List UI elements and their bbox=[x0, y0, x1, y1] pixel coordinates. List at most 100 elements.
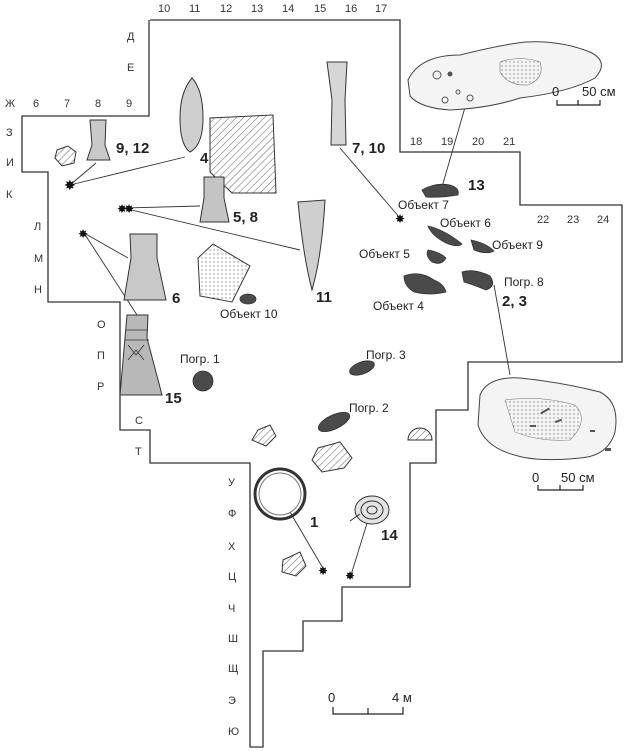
scale-bar-top bbox=[556, 100, 601, 106]
inset-top-stone-d bbox=[466, 94, 474, 102]
find-spot-5-8-b: ✸ bbox=[124, 202, 134, 216]
artifact-14 bbox=[349, 495, 390, 525]
leader-14 bbox=[350, 519, 369, 576]
grid-right-numbers-b: 22 23 24 bbox=[537, 214, 609, 226]
label-6: 6 bbox=[172, 290, 180, 307]
grid-col-10: 10 bbox=[158, 3, 170, 15]
grid-col-17: 17 bbox=[375, 3, 387, 15]
find-spot-7-10: ✸ bbox=[395, 212, 405, 226]
find-spots: ✸ ✸ ✸ ✸ ✸ ✸ ✸ bbox=[64, 178, 405, 583]
inset-top-stone-a bbox=[432, 70, 442, 80]
grid-col-24: 24 bbox=[597, 214, 609, 226]
artifact-4 bbox=[179, 77, 204, 153]
grid-col-15: 15 bbox=[314, 3, 326, 15]
leader-4 bbox=[69, 156, 186, 186]
grid-row-f: Ф bbox=[228, 508, 236, 520]
grid-letters: Д Е Ж З И К Л М Н О П Р С Т У Ф Х Ц Ч Ш … bbox=[5, 31, 239, 738]
artifact-fragment-c bbox=[281, 551, 307, 577]
artifacts bbox=[54, 61, 433, 577]
label-11: 11 bbox=[316, 289, 332, 306]
feature-pogr-2 bbox=[317, 412, 351, 432]
leader-9-12 bbox=[69, 162, 97, 186]
scale-bars bbox=[332, 100, 601, 715]
feature-pogr-3 bbox=[349, 360, 375, 376]
scale-main-zero: 0 bbox=[328, 690, 335, 705]
label-obj-10: Объект 10 bbox=[220, 307, 278, 321]
features bbox=[192, 183, 495, 432]
artifact-15-ornament bbox=[125, 329, 149, 361]
feature-obj-6 bbox=[427, 225, 463, 247]
grid-col-16: 16 bbox=[345, 3, 357, 15]
grid-col-21: 21 bbox=[503, 136, 515, 148]
artifact-hatched-fragment bbox=[209, 114, 277, 194]
scale-top-zero: 0 bbox=[552, 84, 559, 99]
scale-mid-value: 50 см bbox=[561, 470, 595, 485]
object-labels: Объект 7 Объект 6 Объект 9 Объект 5 Погр… bbox=[180, 198, 544, 415]
label-obj-7: Объект 7 bbox=[398, 198, 449, 212]
scale-bar-main bbox=[332, 707, 404, 715]
grid-row-shch: Щ bbox=[228, 663, 238, 675]
grid-col-8: 8 bbox=[95, 98, 101, 110]
find-spot-5-8-a: ✸ bbox=[117, 202, 127, 216]
grid-col-22: 22 bbox=[537, 214, 549, 226]
leader-7-10 bbox=[339, 147, 401, 219]
artifact-15 bbox=[119, 314, 163, 396]
label-9-12: 9, 12 bbox=[116, 140, 149, 157]
grid-row-ch: Ч bbox=[228, 603, 235, 615]
grid-row-ts: Ц bbox=[228, 571, 236, 583]
leader-2-3 bbox=[493, 284, 511, 376]
feature-pogr-1 bbox=[192, 370, 214, 392]
feature-pogr-8 bbox=[461, 270, 494, 291]
label-obj-5: Объект 5 bbox=[359, 247, 410, 261]
artifact-9-12 bbox=[86, 119, 111, 161]
grid-col-23: 23 bbox=[567, 214, 579, 226]
label-15: 15 bbox=[165, 390, 182, 407]
label-5-8: 5, 8 bbox=[233, 209, 258, 226]
grid-row-k: К bbox=[6, 189, 13, 201]
grid-row-t: Т bbox=[135, 446, 142, 458]
grid-left-numbers: 6 7 8 9 bbox=[33, 98, 132, 110]
inset-top bbox=[407, 41, 602, 111]
grid-row-zh: Ж bbox=[5, 98, 15, 110]
scale-labels: 0 50 см 0 50 см 0 4 м bbox=[328, 84, 616, 705]
grid-row-i: И bbox=[6, 157, 14, 169]
grid-row-kh: Х bbox=[228, 541, 236, 553]
grid-row-yu: Ю bbox=[228, 726, 239, 738]
find-spot-14: ✸ bbox=[345, 569, 355, 583]
label-2-3: 2, 3 bbox=[502, 293, 527, 310]
scale-top-value: 50 см bbox=[582, 84, 616, 99]
inset-mid-fragments bbox=[530, 407, 611, 451]
artifact-5-8 bbox=[199, 176, 230, 223]
artifact-1-ring bbox=[253, 467, 307, 521]
grid-row-s: С bbox=[135, 415, 143, 427]
scale-main-value: 4 м bbox=[392, 690, 412, 705]
label-4: 4 bbox=[200, 150, 209, 167]
label-pogr-2: Погр. 2 bbox=[349, 401, 389, 415]
grid-row-e2: Э bbox=[228, 695, 236, 707]
label-7-10: 7, 10 bbox=[352, 140, 385, 157]
grid-row-l: Л bbox=[34, 221, 41, 233]
artifact-fragment-small bbox=[54, 145, 77, 167]
label-obj-9: Объект 9 bbox=[492, 238, 543, 252]
label-obj-6: Объект 6 bbox=[440, 216, 491, 230]
grid-row-z: З bbox=[6, 127, 13, 139]
artifact-fragment-a bbox=[251, 424, 277, 447]
grid-row-r: Р bbox=[97, 381, 104, 393]
inset-top-stone-e bbox=[455, 89, 461, 95]
excavation-boundary bbox=[21, 19, 623, 748]
artifact-fragment-b bbox=[311, 441, 353, 473]
artifact-fragment-d bbox=[407, 427, 433, 441]
grid-col-14: 14 bbox=[282, 3, 294, 15]
find-spot-1: ✸ bbox=[318, 564, 328, 578]
feature-obj-7 bbox=[421, 183, 459, 198]
feature-obj-10 bbox=[239, 293, 257, 305]
grid-col-9: 9 bbox=[126, 98, 132, 110]
grid-row-u: У bbox=[228, 477, 236, 489]
label-pogr-8: Погр. 8 bbox=[504, 275, 544, 289]
label-pogr-1: Погр. 1 bbox=[180, 352, 220, 366]
artifact-7-10 bbox=[326, 61, 348, 146]
label-1: 1 bbox=[310, 514, 318, 531]
grid-col-7: 7 bbox=[64, 98, 70, 110]
